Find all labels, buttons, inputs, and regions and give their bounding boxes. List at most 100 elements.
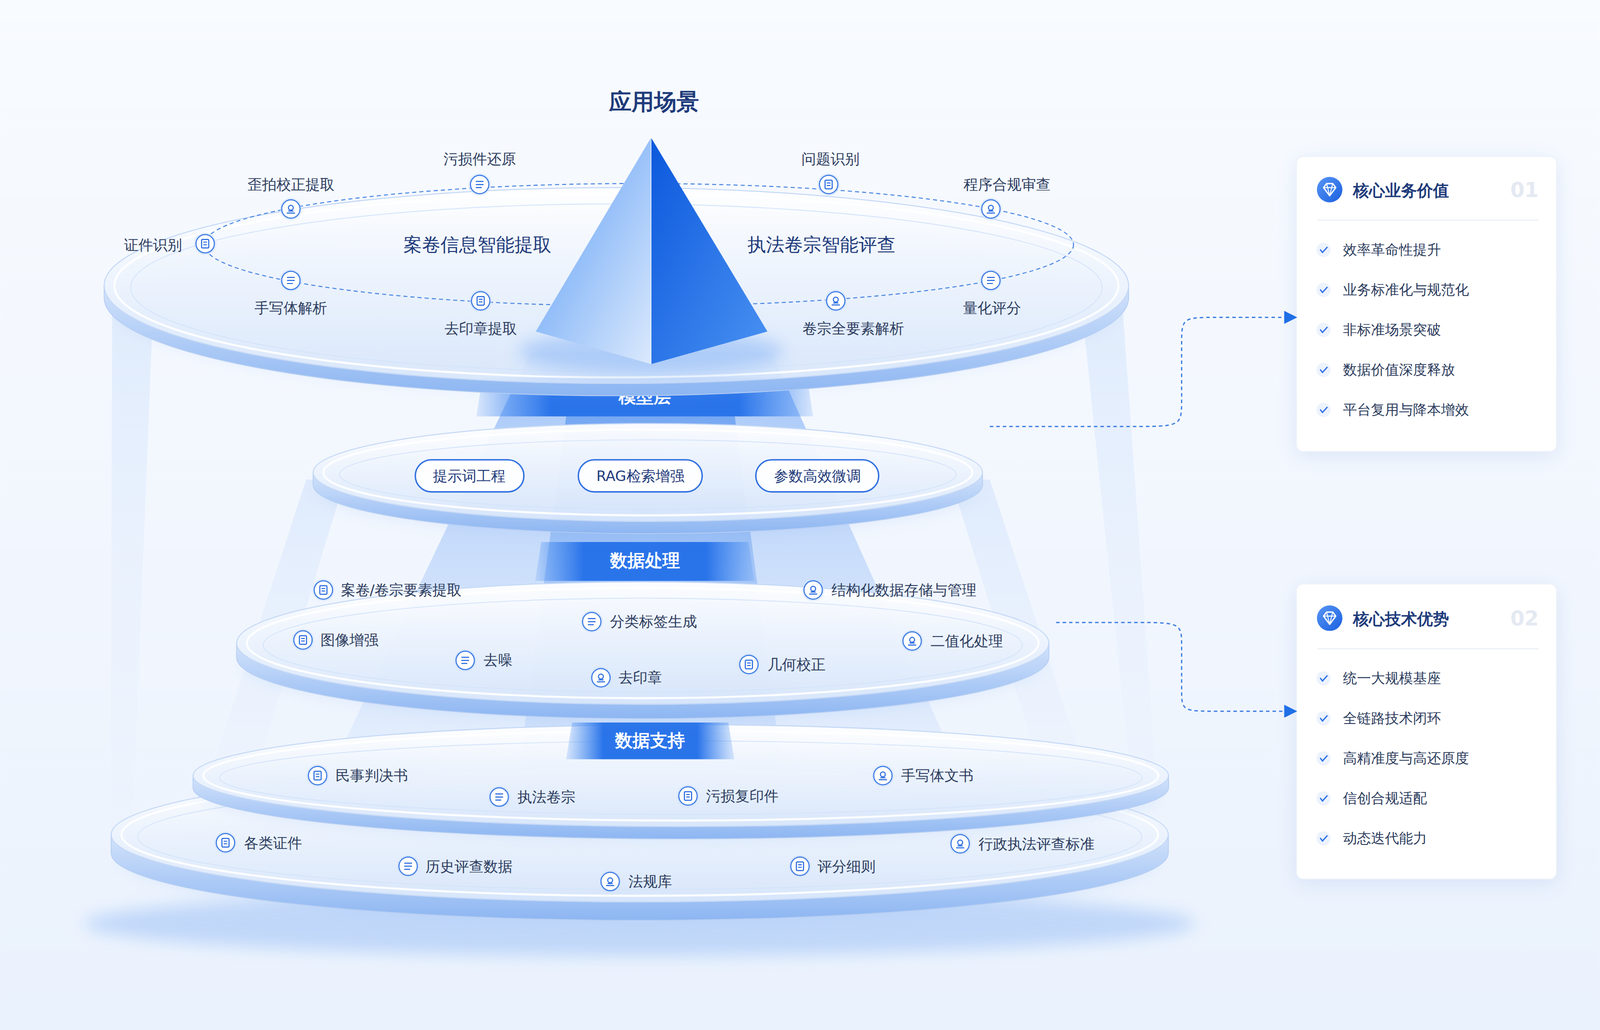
icon-halo [599,870,622,893]
item-icon [312,578,335,601]
icon-halo [817,173,840,196]
layer-label: 手写体解析 [254,299,327,317]
check-mark [1320,247,1327,253]
layer-label: 行政执法评查标准 [978,835,1095,853]
icon-glyph [745,660,753,669]
icon-circle [804,580,823,599]
check-badge [1316,403,1331,418]
icon-glyph [987,277,995,284]
icon-halo [488,785,511,808]
card-item: 全链路技术闭环 [1343,710,1441,727]
pyramid-left-face [535,138,651,365]
icon-glyph [598,674,604,679]
icon-glyph [320,585,327,594]
layer-label: 去印章提取 [444,320,517,337]
icon-circle [592,668,611,687]
check-icon [1316,403,1331,418]
icon-circle [399,857,418,876]
check-badge [1316,751,1331,766]
diamond-glyph [1323,612,1336,624]
item-icon [397,855,420,878]
icon-circle [294,630,313,649]
icon-halo [737,653,760,676]
icon-glyph [878,777,887,780]
icon-halo [194,232,217,255]
pill-outline [756,460,879,492]
icon-circle [826,292,845,311]
icon-circle [951,834,970,853]
item-icon [292,628,315,651]
icon-halo [979,269,1002,292]
icon-circle [314,580,333,599]
icon-halo [979,198,1002,221]
icon-glyph [809,592,817,594]
icon-glyph [956,846,964,848]
pyramid-edge [650,138,652,365]
layer-label: 执法卷宗智能评查 [747,234,896,256]
card-heading: 核心业务价值 [1353,181,1449,201]
data-processing-disc: 数据处理案卷/卷宗要素提取结构化数据存储与管理分类标签生成图像增强二值化处理去噪… [229,539,1056,728]
disc-top [313,423,983,522]
icon-glyph [825,180,832,189]
icon-glyph [910,637,915,642]
check-icon [1316,283,1331,298]
layer-label: 应用场景 [609,88,699,116]
item-icon [580,610,603,633]
advantage-card: 核心技术优势02统一大规模基座全链路技术闭环高精准度与高还原度信创合规适配动态迭… [1296,583,1557,880]
icon-circle [903,631,922,650]
model-layer-disc: 模型层提示词工程RAG检索增强参数高效微调 [306,373,990,541]
icon-glyph [314,771,321,780]
icon-circle [601,872,620,891]
icon-glyph [315,774,319,777]
icon-glyph [833,297,839,303]
icon-glyph [608,878,613,883]
card-item: 平台复用与降本增效 [1343,401,1469,418]
check-icon [1316,831,1331,846]
icon-glyph [223,841,227,844]
layer-label: 评分细则 [817,858,876,875]
icon-halo [871,764,894,787]
item-icon [789,855,812,878]
check-mark [1320,367,1327,373]
icon-circle [981,271,1000,290]
icon-halo [590,666,613,689]
check-badge [1316,831,1331,846]
icon-glyph [475,181,484,188]
item-icon [468,173,491,196]
icon-glyph [461,657,470,663]
icon-glyph [477,296,484,305]
layer-label: 手写体文书 [901,767,974,784]
icon-glyph [684,791,691,800]
card-item: 业务标准化与规范化 [1343,281,1469,298]
check-icon [1316,363,1331,378]
check-mark [1320,836,1327,841]
layer-label: 数据处理 [610,551,680,572]
icon-glyph [288,205,294,211]
item-icon [901,629,924,652]
check-mark [1320,676,1327,681]
icon-glyph [796,862,804,871]
item-icon [590,666,613,689]
check-icon [1316,323,1331,338]
icon-glyph [811,586,816,591]
item-icon [737,653,760,676]
item-icon [279,198,302,221]
check-badge [1316,283,1331,298]
item-icon [979,198,1002,221]
check-mark [1320,756,1327,761]
icon-circle [470,175,489,194]
disc-top [111,767,1168,902]
icon-glyph [988,205,994,211]
method-pill: 提示词工程 [414,459,525,493]
check-badge [1316,711,1331,726]
card-number: 01 [1510,177,1539,202]
layer-band [476,377,813,417]
value-card: 核心业务价值01效率革命性提升业务标准化与规范化非标准场景突破数据价值深度释放平… [1296,156,1557,452]
diamond-glyph [1323,183,1336,196]
icon-glyph [222,838,229,847]
item-icon [824,290,847,313]
light-plane [110,306,153,878]
check-icon [1316,671,1331,686]
icon-circle [456,651,475,670]
icon-badge [1317,605,1343,631]
